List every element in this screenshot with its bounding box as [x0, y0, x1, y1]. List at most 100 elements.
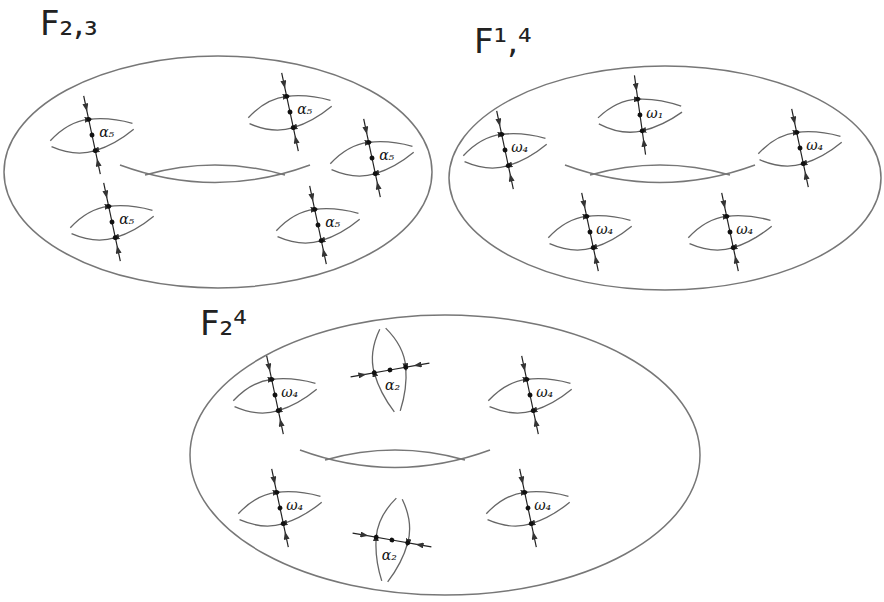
hole-curve [120, 165, 310, 183]
transversal-line [528, 508, 536, 547]
transversal-line [505, 150, 513, 189]
torus-surface: F₂⁴ω₄α₂ω₄ω₄α₂ω₄ [185, 300, 705, 600]
transversal-line [640, 115, 646, 155]
point-label: α₅ [97, 124, 116, 140]
singular-point [112, 235, 118, 241]
singular-point [92, 148, 98, 154]
torus-drawing [185, 300, 705, 600]
singular-point [389, 537, 395, 543]
point-label: ω₄ [284, 497, 305, 513]
transversal-line [522, 356, 530, 395]
torus-outline [449, 66, 881, 290]
singular-point [274, 490, 280, 496]
singular-point [522, 490, 528, 496]
singular-point-glyph [323, 110, 422, 206]
singular-point-glyph [241, 64, 340, 160]
hole-curve [300, 450, 490, 468]
singular-point [794, 130, 800, 136]
singular-point [318, 238, 324, 244]
singular-point [287, 109, 293, 115]
torus-hole [120, 165, 310, 183]
transversal-line [792, 109, 800, 148]
point-label: ω₄ [734, 221, 755, 237]
singular-point-glyph [345, 492, 438, 589]
singular-point [797, 145, 803, 151]
transversal-line [634, 75, 640, 115]
transversal-line [310, 186, 318, 225]
singular-point [86, 117, 92, 123]
singular-point [527, 392, 533, 398]
singular-point [290, 125, 296, 131]
singular-point-glyph [226, 347, 325, 443]
point-label: ω₄ [804, 137, 825, 153]
singular-point-glyph [343, 322, 436, 419]
singular-point-glyph [479, 460, 578, 556]
singular-point [280, 521, 286, 527]
singular-point [640, 128, 645, 133]
singular-point-glyph [63, 174, 162, 270]
point-label: ω₄ [279, 384, 300, 400]
singular-point-glyph [541, 184, 640, 280]
singular-point [275, 408, 281, 414]
transversal-line [290, 112, 298, 151]
singular-point-glyph [593, 70, 687, 161]
hole-curve [325, 450, 465, 460]
transversal-line [267, 356, 275, 395]
transversal-line [280, 508, 288, 547]
point-label: ω₄ [534, 384, 555, 400]
transversal-line [730, 232, 738, 271]
singular-point [724, 214, 730, 220]
transversal-line [497, 111, 505, 150]
singular-point [89, 132, 95, 138]
point-label: ω₁ [644, 105, 665, 121]
singular-point-glyph [456, 102, 555, 198]
transversal-line [372, 158, 380, 197]
singular-point [277, 505, 283, 511]
singular-point [269, 377, 275, 383]
point-label: α₅ [377, 147, 396, 163]
singular-point [584, 214, 590, 220]
singular-point [405, 540, 411, 546]
point-label: α₂ [380, 547, 399, 563]
point-label: ω₄ [594, 221, 615, 237]
singular-point [272, 392, 278, 398]
point-label: α₂ [383, 377, 402, 393]
singular-point [800, 161, 806, 167]
singular-point-glyph [231, 460, 330, 556]
singular-point [635, 96, 640, 101]
hole-curve [590, 165, 730, 175]
singular-point [730, 245, 736, 251]
singular-point-glyph [681, 184, 780, 280]
transversal-line [84, 96, 92, 135]
transversal-line [104, 183, 112, 222]
hole-curve [145, 165, 285, 175]
point-label: α₅ [117, 211, 136, 227]
transversal-line [92, 135, 100, 174]
torus-surface: F₂,₃α₅α₅α₅α₅α₅ [0, 0, 444, 300]
singular-point-glyph [43, 87, 142, 183]
point-label: α₅ [323, 214, 342, 230]
torus-hole [300, 450, 490, 468]
transversal-line [275, 395, 283, 434]
singular-point [525, 505, 531, 511]
singular-point [727, 229, 733, 235]
singular-point [590, 245, 596, 251]
singular-point [505, 163, 511, 169]
transversal-line [722, 193, 730, 232]
singular-point [403, 364, 409, 370]
singular-point [528, 521, 534, 527]
transversal-line [364, 119, 372, 158]
singular-point [373, 534, 379, 540]
torus-outline [4, 56, 432, 288]
singular-point [109, 219, 115, 225]
singular-point [312, 207, 318, 213]
singular-point [369, 155, 375, 161]
singular-point [372, 171, 378, 177]
hole-curve [565, 165, 755, 183]
singular-point [315, 222, 321, 228]
singular-point [106, 204, 112, 210]
transversal-line [112, 222, 120, 261]
transversal-line [520, 469, 528, 508]
singular-point [637, 112, 642, 117]
